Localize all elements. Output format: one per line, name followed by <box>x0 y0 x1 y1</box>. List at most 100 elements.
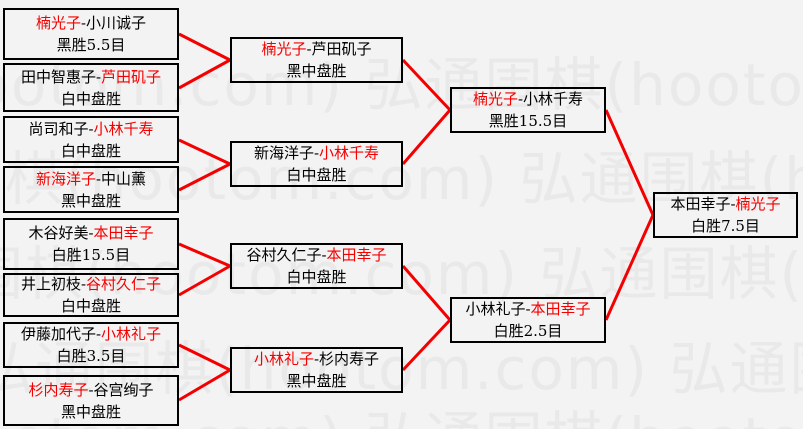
player-name: 小林千寿 <box>523 90 584 108</box>
player-name: 楠光子 <box>735 195 781 213</box>
matchup: 新海洋子-小林千寿 <box>232 142 401 164</box>
player-name: 杉内寿子 <box>319 350 380 368</box>
matchup: 谷村久仁子-本田幸子 <box>232 244 401 266</box>
player-name: 小林礼子 <box>253 350 314 368</box>
match-box-round1-6: 井上初枝-谷村久仁子 白中盘胜 <box>3 273 179 317</box>
match-box-round1-8: 杉内寿子-谷宫绚子 黑中盘胜 <box>3 375 179 426</box>
player-name: 本田幸子 <box>530 300 591 318</box>
matchup: 伊藤加代子-小林礼子 <box>5 323 177 345</box>
match-result: 白胜15.5目 <box>51 246 131 264</box>
match-result: 黑胜15.5目 <box>488 112 568 130</box>
match-box-round1-3: 尚司和子-小林千寿 白中盘胜 <box>3 116 179 163</box>
separator: - <box>88 380 94 399</box>
separator: - <box>306 40 312 58</box>
player-name: 谷宫绚子 <box>93 380 154 399</box>
match-result: 黑中盘胜 <box>60 191 121 210</box>
matchup: 木谷好美-本田幸子 <box>5 222 177 244</box>
matchup: 楠光子-小林千寿 <box>452 88 604 110</box>
match-result: 黑中盘胜 <box>60 402 121 421</box>
match-result: 黑中盘胜 <box>286 62 347 80</box>
player-name: 小林千寿 <box>319 144 380 162</box>
player-name: 伊藤加代子 <box>20 325 96 343</box>
player-name: 小林千寿 <box>93 119 154 138</box>
match-box-round1-1: 楠光子-小川诚子 黑胜5.5目 <box>3 8 179 60</box>
separator: - <box>95 325 102 343</box>
player-name: 本田幸子 <box>326 246 387 264</box>
match-result: 白中盘胜 <box>286 268 347 286</box>
match-result: 白胜2.5目 <box>493 322 563 340</box>
matchup: 楠光子-小川诚子 <box>5 12 177 34</box>
connector-line <box>401 265 452 321</box>
matchup: 小林礼子-本田幸子 <box>452 298 604 320</box>
matchup: 本田幸子-楠光子 <box>655 193 796 215</box>
separator: - <box>95 169 102 188</box>
match-box-semifinal-1: 楠光子-小林千寿 黑胜15.5目 <box>450 87 606 133</box>
match-box-round2-4: 小林礼子-杉内寿子 黑中盘胜 <box>230 347 403 393</box>
match-result: 白中盘胜 <box>60 141 121 160</box>
connector-line <box>178 368 231 402</box>
separator: - <box>80 275 87 293</box>
separator: - <box>321 246 327 264</box>
matchup: 尚司和子-小林千寿 <box>5 118 177 140</box>
separator: - <box>80 14 87 32</box>
player-name: 楠光子 <box>472 90 518 108</box>
separator: - <box>88 119 94 138</box>
match-box-round1-7: 伊藤加代子-小林礼子 白胜3.5目 <box>3 322 179 368</box>
match-result: 白中盘胜 <box>60 89 121 108</box>
player-name: 芦田矶子 <box>311 40 372 58</box>
connector-line <box>178 162 231 192</box>
player-name: 木谷好美 <box>28 224 89 242</box>
separator: - <box>88 224 94 242</box>
match-box-round1-2: 田中智惠子-芦田矶子 白中盘胜 <box>3 63 179 112</box>
match-result: 白中盘胜 <box>286 166 347 184</box>
separator: - <box>525 300 531 318</box>
player-name: 谷村久仁子 <box>246 246 322 264</box>
player-name: 谷村久仁子 <box>86 275 162 293</box>
match-box-round2-3: 谷村久仁子-本田幸子 白中盘胜 <box>230 243 403 289</box>
player-name: 小川诚子 <box>86 14 147 32</box>
player-name: 田中智惠子 <box>20 67 96 86</box>
player-name: 新海洋子 <box>35 169 96 188</box>
separator: - <box>313 350 320 368</box>
player-name: 尚司和子 <box>28 119 89 138</box>
connector-line <box>178 343 231 372</box>
player-name: 芦田矶子 <box>101 67 162 86</box>
connector-line <box>178 32 231 62</box>
matchup: 井上初枝-谷村久仁子 <box>5 273 177 295</box>
match-box-round1-4: 新海洋子-中山薰 黑中盘胜 <box>3 166 179 213</box>
player-name: 本田幸子 <box>93 224 154 242</box>
match-box-semifinal-2: 小林礼子-本田幸子 白胜2.5目 <box>450 297 606 343</box>
player-name: 新海洋子 <box>253 144 314 162</box>
matchup: 田中智惠子-芦田矶子 <box>5 66 177 88</box>
player-name: 小林礼子 <box>101 325 162 343</box>
connector-line <box>604 109 655 216</box>
player-name: 井上初枝 <box>20 275 81 293</box>
matchup: 楠光子-芦田矶子 <box>232 38 401 60</box>
player-name: 本田幸子 <box>670 195 731 213</box>
separator: - <box>313 144 320 162</box>
connector-line <box>401 109 452 165</box>
match-result: 黑胜5.5目 <box>56 36 126 54</box>
player-name: 中山薰 <box>101 169 147 188</box>
match-box-round1-5: 木谷好美-本田幸子 白胜15.5目 <box>3 218 179 270</box>
match-box-final: 本田幸子-楠光子 白胜7.5目 <box>653 192 798 238</box>
matchup: 杉内寿子-谷宫绚子 <box>5 379 177 401</box>
separator: - <box>730 195 736 213</box>
connector-line <box>604 214 655 321</box>
player-name: 楠光子 <box>35 14 81 32</box>
separator: - <box>517 90 524 108</box>
match-result: 白中盘胜 <box>60 297 121 315</box>
match-box-round2-2: 新海洋子-小林千寿 白中盘胜 <box>230 141 403 187</box>
player-name: 杉内寿子 <box>28 380 89 399</box>
connector-line <box>178 58 231 90</box>
match-result: 黑中盘胜 <box>286 372 347 390</box>
matchup: 新海洋子-中山薰 <box>5 168 177 190</box>
match-box-round2-1: 楠光子-芦田矶子 黑中盘胜 <box>230 37 403 83</box>
connector-line <box>178 138 231 166</box>
connector-line <box>401 318 452 372</box>
connector-line <box>178 242 231 268</box>
separator: - <box>95 67 102 86</box>
matchup: 小林礼子-杉内寿子 <box>232 348 401 370</box>
